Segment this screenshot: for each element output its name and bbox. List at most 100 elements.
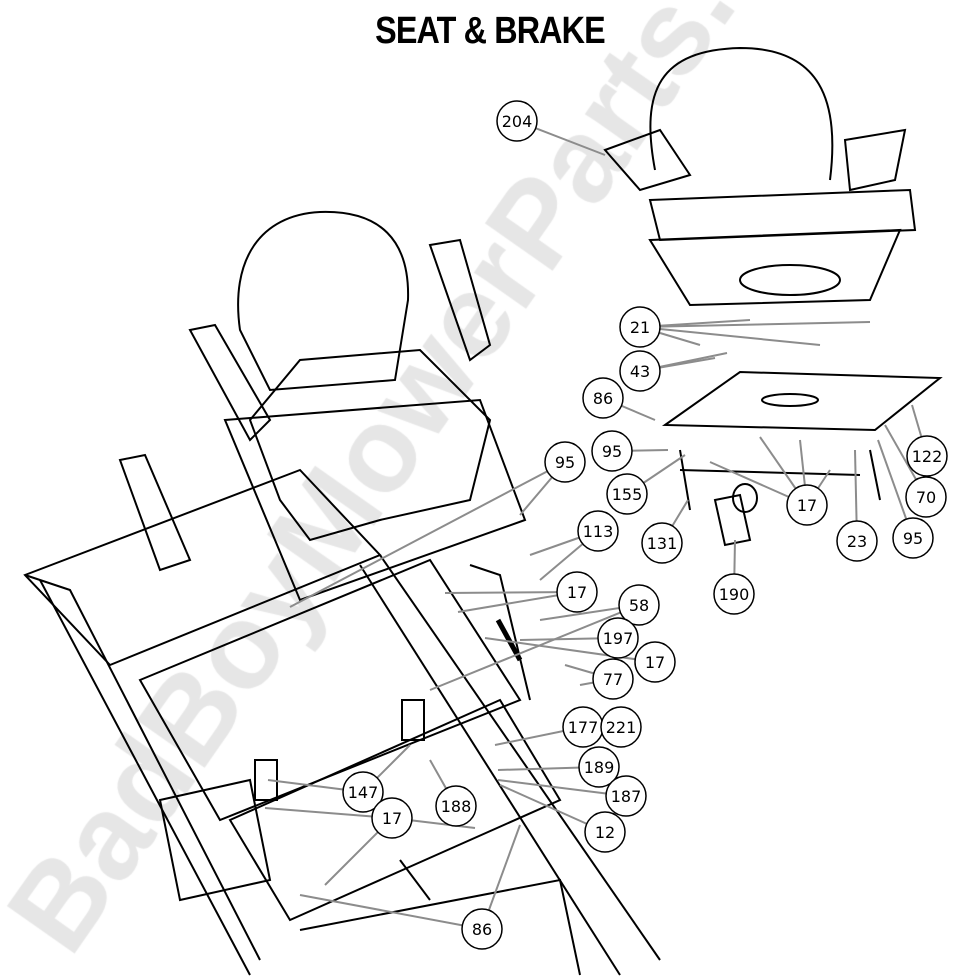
callout-label: 197: [603, 629, 634, 648]
suspension-seat: [603, 46, 917, 307]
leader-line: [429, 604, 640, 691]
callout-70[interactable]: 70: [905, 476, 947, 518]
callout-189[interactable]: 189: [578, 746, 620, 788]
callout-label: 17: [567, 583, 587, 602]
callout-circle: [592, 658, 634, 700]
callout-label: 70: [916, 488, 936, 507]
callout-131[interactable]: 131: [641, 522, 683, 564]
callouts: 204 21 43 86 95 155 131 190 17 23 95 70 122 95 113 17 58…: [342, 100, 948, 950]
callout-190[interactable]: 190: [713, 573, 755, 615]
callout-label: 86: [593, 389, 613, 408]
callout-circle: [591, 430, 633, 472]
callout-circle: [435, 785, 477, 827]
callout-label: 17: [797, 496, 817, 515]
callout-113[interactable]: 113: [577, 510, 619, 552]
callout-122[interactable]: 122: [906, 435, 948, 477]
callout-17[interactable]: 17: [634, 641, 676, 683]
callout-circle: [461, 908, 503, 950]
callout-188[interactable]: 188: [435, 785, 477, 827]
callout-label: 187: [611, 787, 642, 806]
callout-label: 12: [595, 823, 615, 842]
callout-label: 17: [645, 653, 665, 672]
callout-label: 95: [555, 453, 575, 472]
callout-label: 23: [847, 532, 867, 551]
callout-155[interactable]: 155: [606, 473, 648, 515]
callout-circle: [836, 520, 878, 562]
callout-circle: [619, 306, 661, 348]
callout-label: 155: [612, 485, 643, 504]
standard-seat: [188, 210, 527, 602]
callout-221[interactable]: 221: [600, 706, 642, 748]
callout-label: 221: [606, 718, 637, 737]
callout-circle: [556, 571, 598, 613]
brake-spring: [495, 618, 523, 662]
callout-label: 190: [719, 585, 750, 604]
callout-circle: [786, 484, 828, 526]
callout-label: 189: [584, 758, 615, 777]
callout-147[interactable]: 147: [342, 771, 384, 813]
callout-label: 177: [568, 718, 599, 737]
frame: [23, 453, 661, 976]
leader-line: [299, 894, 483, 930]
callout-label: 147: [348, 783, 379, 802]
callout-label: 95: [602, 442, 622, 461]
seat-switch: [713, 483, 758, 547]
drawing-lines: [23, 46, 943, 976]
page-title: SEAT & BRAKE: [375, 10, 606, 52]
callout-17[interactable]: 17: [371, 797, 413, 839]
callout-circle: [582, 377, 624, 419]
callout-circle: [597, 617, 639, 659]
callout-circle: [578, 746, 620, 788]
callout-circle: [641, 522, 683, 564]
callout-circle: [371, 797, 413, 839]
callout-17[interactable]: 17: [786, 484, 828, 526]
callout-label: 188: [441, 797, 472, 816]
callout-177[interactable]: 177: [562, 706, 604, 748]
callout-label: 122: [912, 447, 943, 466]
callout-204[interactable]: 204: [496, 100, 538, 142]
callout-label: 131: [647, 534, 678, 553]
callout-86[interactable]: 86: [461, 908, 503, 950]
leader-line: [289, 461, 566, 608]
callout-label: 77: [603, 670, 623, 689]
callout-circle: [634, 641, 676, 683]
callout-43[interactable]: 43: [619, 350, 661, 392]
callout-21[interactable]: 21: [619, 306, 661, 348]
leader-line: [639, 326, 821, 346]
callout-86[interactable]: 86: [582, 377, 624, 419]
callout-17[interactable]: 17: [556, 571, 598, 613]
callout-circle: [906, 435, 948, 477]
callout-circle: [584, 811, 626, 853]
seat-plate: [661, 370, 943, 511]
leader-line: [444, 591, 578, 594]
callout-circle: [496, 100, 538, 142]
callout-circle: [342, 771, 384, 813]
callout-label: 43: [630, 362, 650, 381]
callout-circle: [605, 775, 647, 817]
callout-77[interactable]: 77: [592, 658, 634, 700]
callout-95[interactable]: 95: [544, 441, 586, 483]
callout-12[interactable]: 12: [584, 811, 626, 853]
callout-circle: [713, 573, 755, 615]
callout-circle: [619, 350, 661, 392]
leader-line: [484, 637, 656, 663]
callout-label: 21: [630, 318, 650, 337]
callout-58[interactable]: 58: [618, 584, 660, 626]
callout-197[interactable]: 197: [597, 617, 639, 659]
callout-label: 86: [472, 920, 492, 939]
leader-line: [639, 321, 871, 328]
callout-label: 58: [629, 596, 649, 615]
callout-circle: [905, 476, 947, 518]
callout-circle: [892, 517, 934, 559]
leader-line: [264, 807, 393, 819]
callout-label: 17: [382, 809, 402, 828]
callout-circle: [577, 510, 619, 552]
leader-line: [497, 779, 627, 797]
callout-23[interactable]: 23: [836, 520, 878, 562]
callout-95[interactable]: 95: [591, 430, 633, 472]
callout-circle: [618, 584, 660, 626]
callout-187[interactable]: 187: [605, 775, 647, 817]
callout-95[interactable]: 95: [892, 517, 934, 559]
